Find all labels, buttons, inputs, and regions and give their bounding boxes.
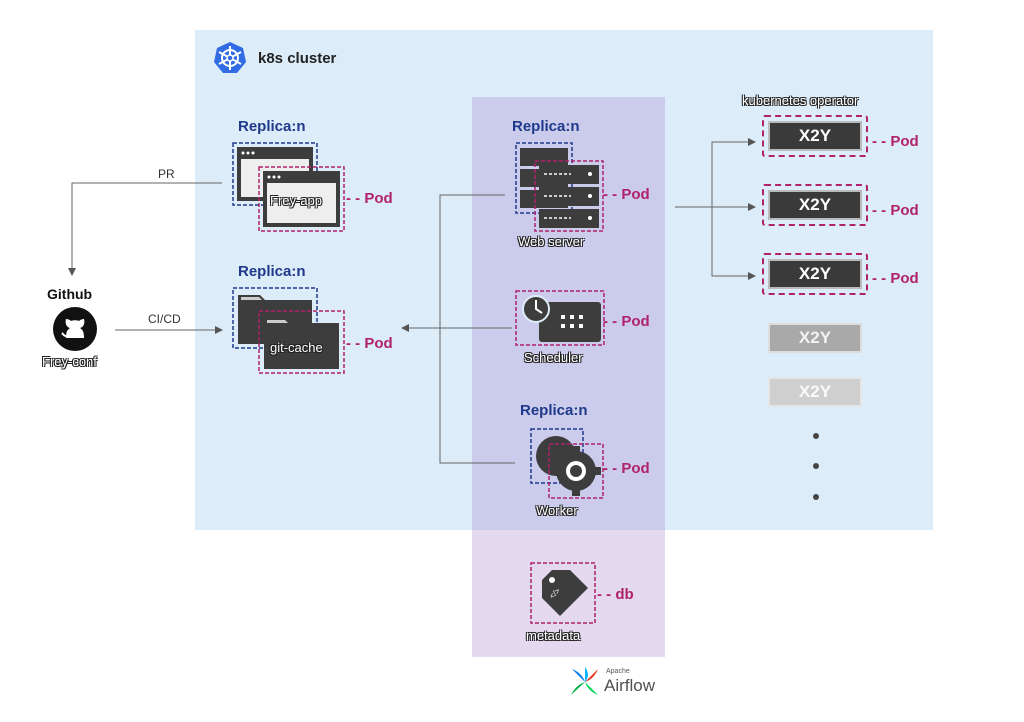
frey-app-name: Frey-app bbox=[270, 193, 323, 208]
operator-pod-2: X2Y bbox=[762, 184, 868, 226]
operator-pod-3: X2Y bbox=[762, 253, 868, 295]
operator-pod-faded-1: X2Y bbox=[768, 323, 862, 353]
operator-pod-1: X2Y bbox=[762, 115, 868, 157]
scheduler-pod-label: - - Pod bbox=[603, 313, 650, 330]
airflow-name-label: Airflow bbox=[604, 676, 656, 695]
kubernetes-icon bbox=[214, 42, 246, 73]
web-server-icon bbox=[515, 142, 604, 232]
operator-arrow-3 bbox=[711, 207, 756, 280]
github-icon bbox=[53, 307, 97, 351]
github-repo-label: Frey-conf bbox=[42, 354, 97, 369]
airflow-apache-label: Apache bbox=[606, 668, 630, 675]
worker-name: Worker bbox=[536, 503, 578, 518]
frey-app-window-icon bbox=[232, 142, 345, 232]
webserver-worker-link bbox=[439, 194, 515, 464]
github-title: Github bbox=[47, 286, 93, 302]
operator-pod-3-label: X2Y bbox=[768, 259, 862, 289]
metadata-db-label: - - db bbox=[597, 586, 634, 603]
operator-pod-1-tag: - - Pod bbox=[872, 133, 919, 150]
scheduler-name: Scheduler bbox=[524, 350, 583, 365]
worker-gear-icon bbox=[530, 428, 604, 499]
ellipsis-dot-2 bbox=[813, 463, 819, 469]
airflow-logo-icon bbox=[571, 667, 598, 695]
git-cache-pod-label: - - Pod bbox=[346, 335, 393, 352]
pr-arrow bbox=[68, 182, 222, 276]
scheduler-icon bbox=[515, 290, 605, 346]
cluster-title: k8s cluster bbox=[258, 50, 337, 67]
operator-pod-3-tag: - - Pod bbox=[872, 270, 919, 287]
worker-replica-label: Replica:n bbox=[520, 402, 588, 419]
git-cache-replica-label: Replica:n bbox=[238, 263, 306, 280]
operator-pod-1-label: X2Y bbox=[768, 121, 862, 151]
metadata-name: metadata bbox=[526, 628, 581, 643]
ellipsis-dot-3 bbox=[813, 494, 819, 500]
operator-arrow-1 bbox=[711, 138, 756, 207]
pr-label: PR bbox=[158, 167, 175, 181]
web-server-replica-label: Replica:n bbox=[512, 118, 580, 135]
ellipsis-dot-1 bbox=[813, 433, 819, 439]
web-server-name: Web server bbox=[518, 234, 585, 249]
operator-pod-faded-2: X2Y bbox=[768, 377, 862, 407]
frey-app-pod-label: - - Pod bbox=[346, 190, 393, 207]
operator-title: kubernetes operator bbox=[742, 93, 859, 108]
operator-pod-2-tag: - - Pod bbox=[872, 202, 919, 219]
git-cache-name: git-cache bbox=[270, 340, 323, 355]
web-server-pod-label: - - Pod bbox=[603, 186, 650, 203]
git-cache-folder-icon bbox=[232, 287, 345, 374]
operator-pod-2-label: X2Y bbox=[768, 190, 862, 220]
frey-app-replica-label: Replica:n bbox=[238, 118, 306, 135]
worker-pod-label: - - Pod bbox=[603, 460, 650, 477]
cicd-label: CI/CD bbox=[148, 312, 181, 326]
metadata-tag-icon bbox=[530, 562, 596, 624]
